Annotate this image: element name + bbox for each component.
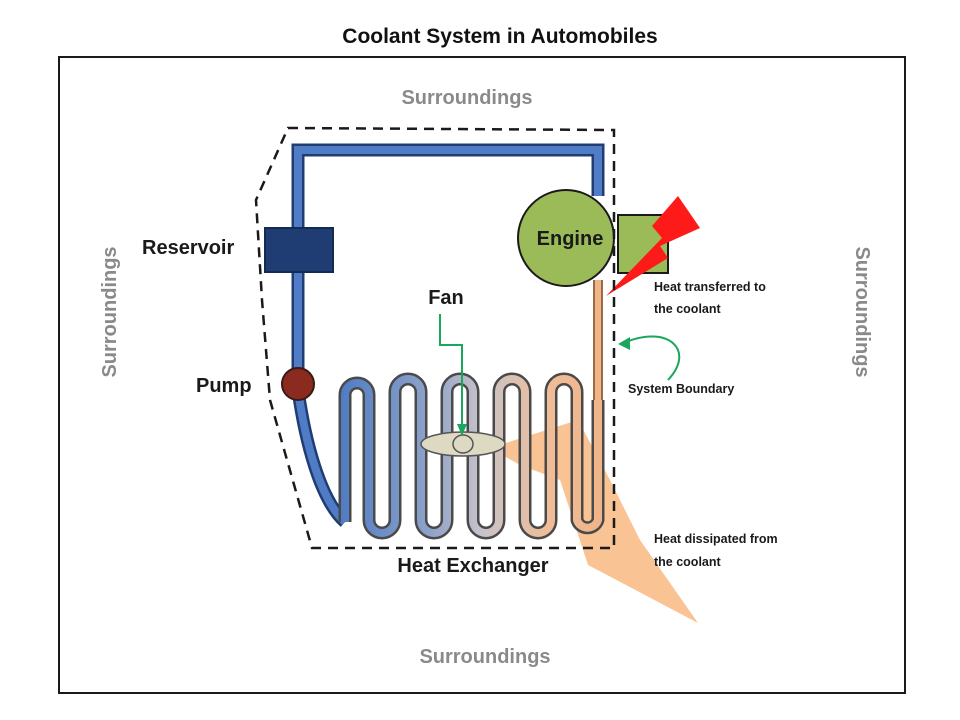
fan-indicator-line <box>439 314 463 430</box>
pump-label: Pump <box>196 375 252 397</box>
system-boundary-label: System Boundary <box>628 382 734 396</box>
heat-transferred-label-line2: the coolant <box>654 302 722 316</box>
pump-circle <box>281 367 315 401</box>
system-boundary-line <box>254 126 616 550</box>
heat-exchanger-coil <box>341 375 602 537</box>
reservoir-tank <box>264 227 334 273</box>
reservoir-label: Reservoir <box>142 237 234 259</box>
surroundings-left-label: Surroundings <box>99 246 121 377</box>
heat-dissipated-label-line2: the coolant <box>654 555 722 569</box>
heat-transferred-arrow <box>606 196 700 296</box>
surroundings-bottom-label: Surroundings <box>419 646 550 668</box>
fan-indicator-arrowhead <box>457 424 467 436</box>
system-boundary-indicator-arrowhead <box>618 337 630 350</box>
fan-hub <box>452 434 474 454</box>
diagram-title: Coolant System in Automobiles <box>342 25 657 48</box>
engine-label: Engine <box>537 228 604 250</box>
surroundings-top-label: Surroundings <box>401 87 532 109</box>
heat-exchanger-label: Heat Exchanger <box>397 555 548 577</box>
pipe-pump-to-exchanger <box>294 389 348 526</box>
surroundings-right-label: Surroundings <box>851 246 873 377</box>
heat-transferred-label-line1: Heat transferred to <box>654 280 766 294</box>
fan-label: Fan <box>428 287 464 309</box>
heat-dissipated-label-line1: Heat dissipated from <box>654 532 778 546</box>
system-boundary-indicator-line <box>625 335 681 381</box>
outer-frame <box>58 56 906 694</box>
